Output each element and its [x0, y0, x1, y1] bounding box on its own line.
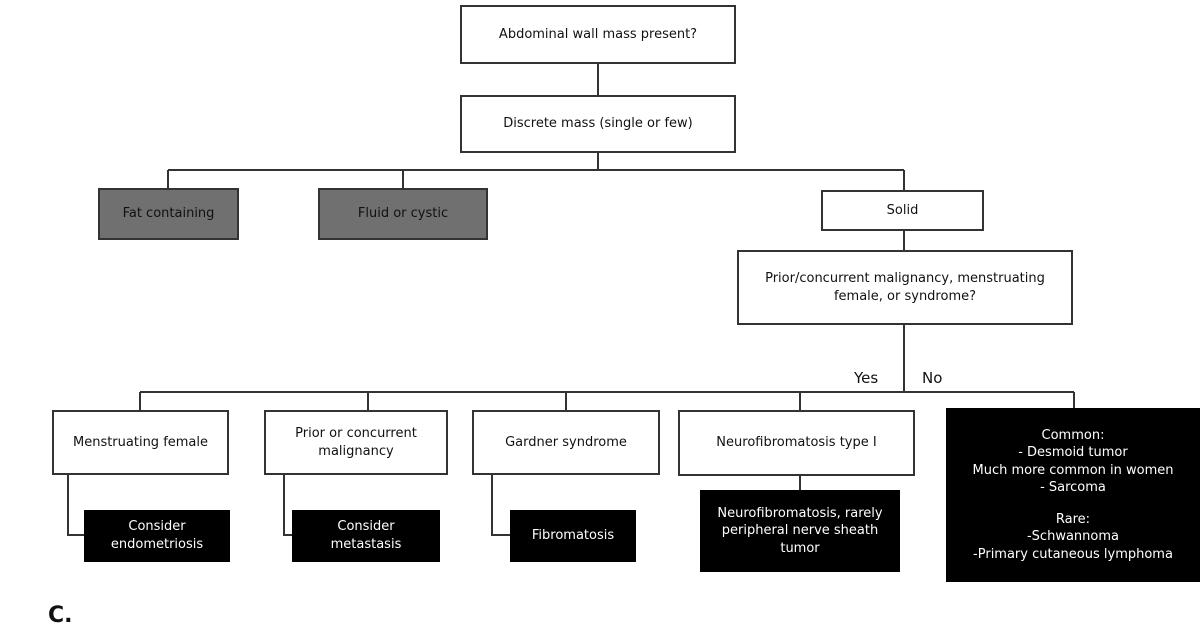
node-neurofibromatosis-result: Neurofibromatosis, rarely peripheral ner… [700, 490, 900, 572]
edge-discrete-branches [167, 153, 905, 190]
common-item-desmoid: - Desmoid tumor [1018, 445, 1128, 461]
panel-label: C. [48, 603, 73, 628]
edge-menstruating-endometriosis [67, 475, 84, 536]
node-fat-containing: Fat containing [98, 188, 239, 240]
node-gardner-syndrome: Gardner syndrome [472, 410, 660, 475]
rare-heading: Rare: [1055, 511, 1091, 527]
edge-gardner-fibromatosis [491, 475, 510, 536]
node-fluid-cystic: Fluid or cystic [318, 188, 488, 240]
node-discrete-mass: Discrete mass (single or few) [460, 95, 736, 153]
edge-question-branches [139, 325, 1075, 410]
edge-malignancy-metastasis [283, 475, 292, 536]
node-abdominal-wall-mass: Abdominal wall mass present? [460, 5, 736, 64]
node-fibromatosis: Fibromatosis [510, 510, 636, 562]
node-no-outcomes: Common: - Desmoid tumor Much more common… [946, 408, 1200, 582]
common-item-sarcoma: - Sarcoma [1040, 480, 1106, 496]
common-note-women: Much more common in women [972, 462, 1174, 478]
node-consider-endometriosis: Consider endometriosis [84, 510, 230, 562]
edge-label-no: No [922, 369, 943, 387]
node-solid: Solid [821, 190, 984, 231]
rare-item-schwannoma: -Schwannoma [1026, 529, 1119, 545]
common-heading: Common: [1041, 427, 1105, 443]
node-prior-malignancy: Prior or concurrent malignancy [264, 410, 448, 475]
node-screening-question: Prior/concurrent malignancy, menstruatin… [737, 250, 1073, 325]
node-neurofibromatosis-type-1: Neurofibromatosis type I [678, 410, 915, 476]
node-consider-metastasis: Consider metastasis [292, 510, 440, 562]
node-menstruating-female: Menstruating female [52, 410, 229, 475]
rare-item-lymphoma: -Primary cutaneous lymphoma [973, 546, 1173, 562]
edge-label-yes: Yes [854, 369, 879, 387]
